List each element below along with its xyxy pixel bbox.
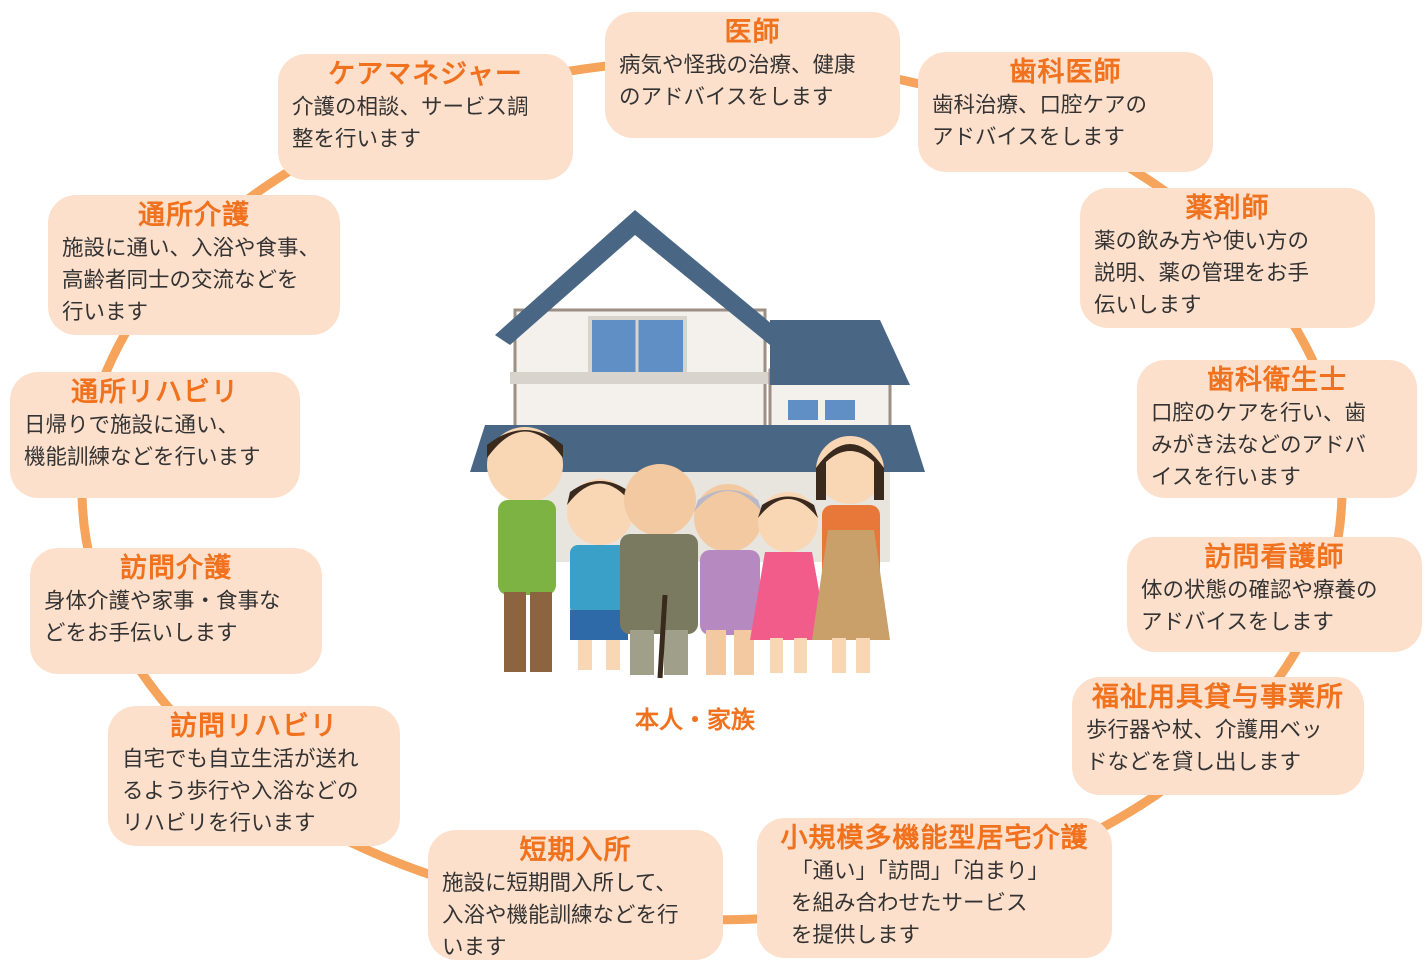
person-mother (812, 436, 890, 673)
card-visit-rehab-title: 訪問リハビリ (170, 711, 338, 742)
card-visit-care-desc: 身体介護や家事・食事な どをお手伝いします (44, 589, 281, 646)
card-day-care-desc: 施設に通い、入浴や食事、 高齢者同士の交流などを 行います (62, 236, 321, 325)
card-day-care: 通所介護 施設に通い、入浴や食事、 高齢者同士の交流などを 行います (48, 195, 340, 335)
wing-roof (770, 320, 910, 385)
card-hygienist: 歯科衛生士 口腔のケアを行い、歯 みがき法などのアドバ イスを行います (1137, 360, 1417, 498)
card-short-stay-desc: 施設に短期間入所して、 入浴や機能訓練などを行 います (442, 871, 679, 960)
card-short-stay: 短期入所 施設に短期間入所して、 入浴や機能訓練などを行 います (428, 830, 723, 960)
card-visit-nurse-title: 訪問看護師 (1204, 542, 1345, 573)
card-dentist: 歯科医師 歯科治療、口腔ケアの アドバイスをします (918, 52, 1213, 172)
card-dentist-title: 歯科医師 (1009, 57, 1122, 88)
card-welfare-rental-desc: 歩行器や杖、介護用ベッ ドなどを貸し出します (1086, 718, 1323, 775)
card-small-multi: 小規模多機能型居宅介護 「通い」「訪問」「泊まり」 を組み合わせたサービス を提… (757, 818, 1112, 958)
card-visit-nurse: 訪問看護師 体の状態の確認や療養の アドバイスをします (1127, 537, 1422, 652)
card-doctor: 医師 病気や怪我の治療、健康 のアドバイスをします (605, 12, 900, 138)
card-doctor-desc: 病気や怪我の治療、健康 のアドバイスをします (619, 53, 856, 110)
card-welfare-rental-title: 福祉用具貸与事業所 (1092, 682, 1344, 713)
card-pharmacist: 薬剤師 薬の飲み方や使い方の 説明、薬の管理をお手 伝いします (1080, 188, 1375, 328)
card-day-rehab: 通所リハビリ 日帰りで施設に通い、 機能訓練などを行います (10, 372, 300, 498)
person-father (487, 427, 563, 672)
card-hygienist-desc: 口腔のケアを行い、歯 みがき法などのアドバ イスを行います (1151, 401, 1367, 490)
card-small-multi-title: 小規模多機能型居宅介護 (780, 823, 1089, 854)
card-welfare-rental: 福祉用具貸与事業所 歩行器や杖、介護用ベッ ドなどを貸し出します (1072, 677, 1364, 795)
person-boy (567, 479, 633, 670)
person-grandfather (620, 464, 698, 679)
lower-eave (470, 425, 925, 472)
house-family-illustration (470, 210, 925, 679)
card-visit-rehab-desc: 自宅でも自立生活が送れ るよう歩行や入浴などの リハビリを行います (122, 747, 359, 836)
card-day-rehab-title: 通所リハビリ (71, 377, 239, 408)
card-visit-rehab: 訪問リハビリ 自宅でも自立生活が送れ るよう歩行や入浴などの リハビリを行います (108, 706, 400, 846)
card-care-manager-desc: 介護の相談、サービス調 整を行います (292, 95, 529, 152)
card-day-rehab-desc: 日帰りで施設に通い、 機能訓練などを行います (24, 413, 261, 470)
card-hygienist-title: 歯科衛生士 (1207, 365, 1347, 396)
card-short-stay-title: 短期入所 (519, 835, 632, 866)
card-visit-care-title: 訪問介護 (120, 553, 232, 584)
house-roof (495, 210, 785, 345)
center-label: 本人・家族 (635, 705, 755, 734)
card-pharmacist-title: 薬剤師 (1185, 193, 1270, 224)
card-visit-care: 訪問介護 身体介護や家事・食事な どをお手伝いします (30, 548, 322, 674)
card-dentist-desc: 歯科治療、口腔ケアの アドバイスをします (932, 93, 1148, 150)
person-grandmother (694, 484, 762, 675)
card-care-manager-title: ケアマネジャー (328, 59, 523, 90)
card-care-manager: ケアマネジャー 介護の相談、サービス調 整を行います (278, 54, 573, 180)
card-visit-nurse-desc: 体の状態の確認や療養の アドバイスをします (1141, 578, 1378, 635)
card-small-multi-desc: 「通い」「訪問」「泊まり」 を組み合わせたサービス を提供します (791, 859, 1050, 948)
person-girl (750, 492, 828, 673)
card-day-care-title: 通所介護 (138, 200, 250, 231)
card-doctor-title: 医師 (724, 17, 781, 48)
card-pharmacist-desc: 薬の飲み方や使い方の 説明、薬の管理をお手 伝いします (1094, 229, 1310, 318)
